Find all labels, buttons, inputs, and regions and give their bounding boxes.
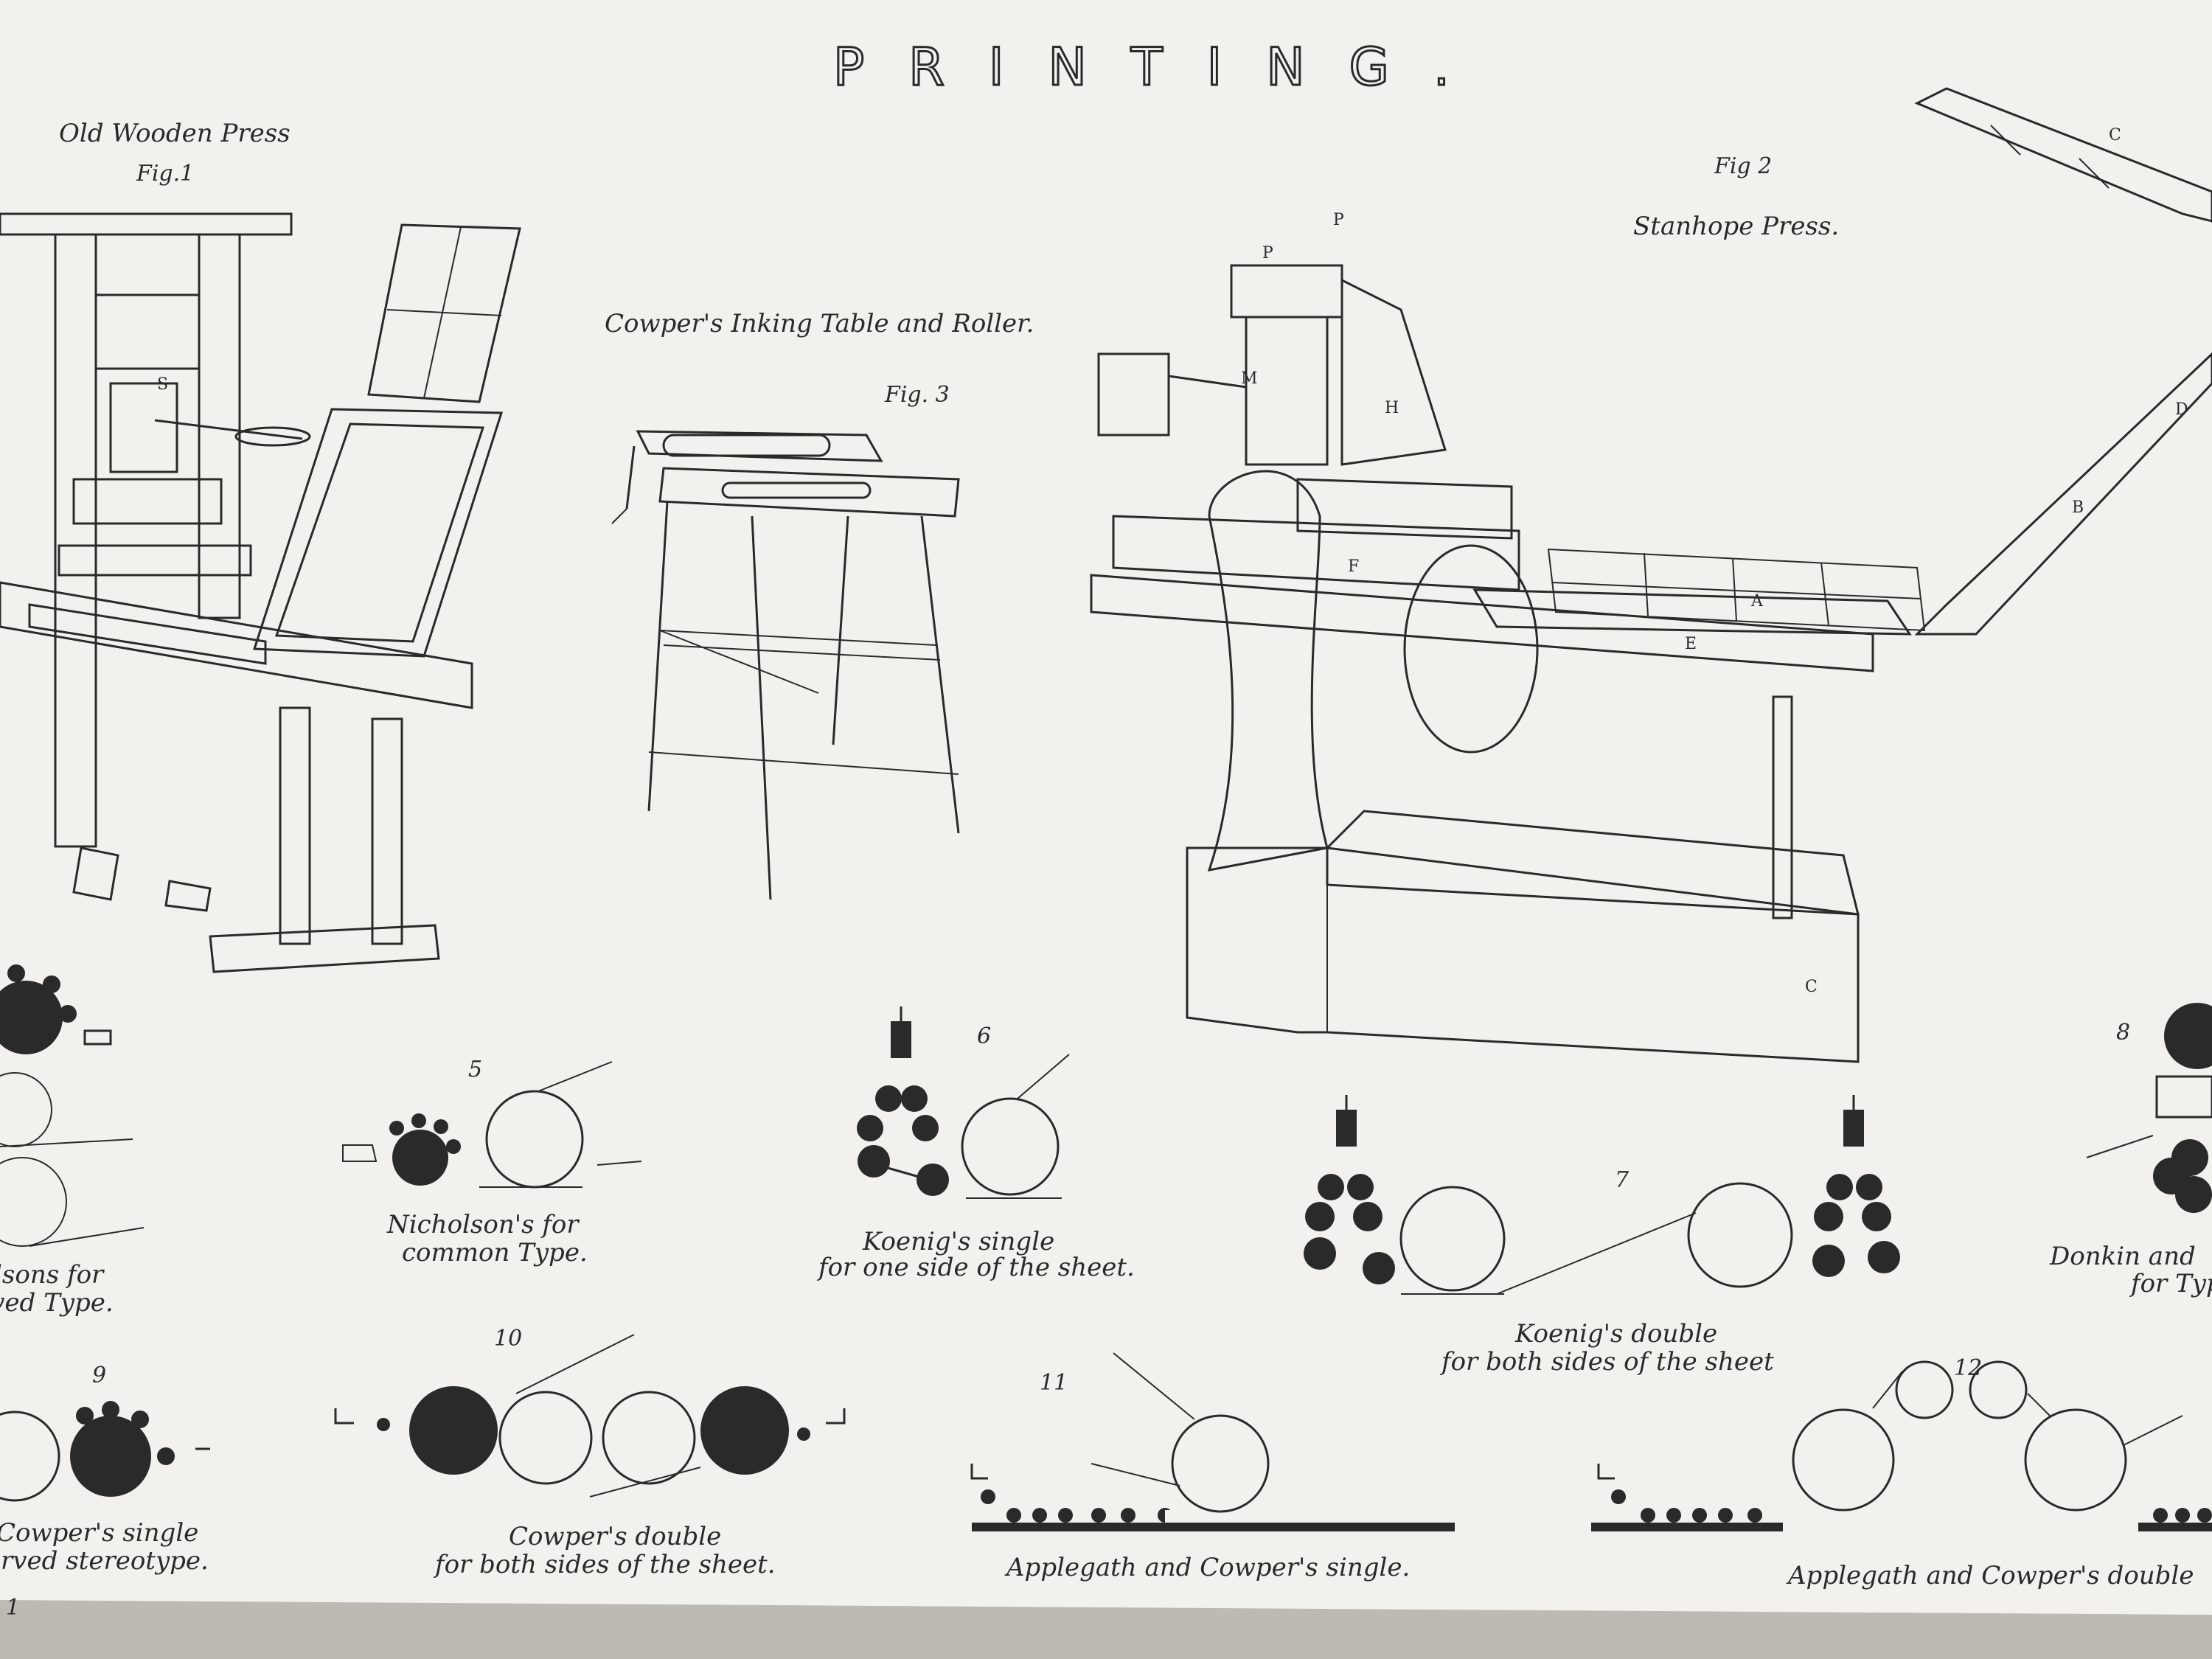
inking-table-caption: Cowper's Inking Table and Roller. xyxy=(605,309,1034,338)
stanhope-letter-c-top: C xyxy=(2109,126,2121,145)
stanhope-letter-p1: P xyxy=(1262,244,1273,262)
stanhope-letter-b: B xyxy=(2072,498,2084,517)
diagram-9-number: 9 xyxy=(92,1363,106,1388)
diagram-5-caption-line1: Nicholson's for xyxy=(386,1210,580,1239)
inking-table-figure: Cowper's Inking Table and Roller. Fig. 3 xyxy=(605,309,1034,900)
diagram-8: 8 Donkin and for Typ xyxy=(2049,1003,2212,1298)
stanhope-letter-d: D xyxy=(2175,400,2188,419)
diagram-7-number: 7 xyxy=(1615,1167,1630,1193)
diagram-11: 11 Applegath and Cowper's single. xyxy=(970,1352,1455,1582)
old-press-fig-number: Fig.1 xyxy=(136,161,194,187)
diagram-10-caption-line1: Cowper's double xyxy=(509,1522,721,1551)
diagram-12-caption-line1: Applegath and Cowper's double xyxy=(1786,1561,2194,1590)
page-mark: 1 xyxy=(6,1595,20,1621)
stanhope-letter-p2: P xyxy=(1333,211,1344,229)
stanhope-caption: Stanhope Press. xyxy=(1633,212,1839,241)
plate-title: PRINTING. xyxy=(833,37,1494,97)
diagram-10-caption-line2: for both sides of the sheet. xyxy=(433,1550,776,1579)
stanhope-letter-h: H xyxy=(1385,399,1399,417)
diagram-4: Nicholsons for curved Type. xyxy=(0,964,145,1318)
old-press-caption: Old Wooden Press xyxy=(59,119,291,148)
diagram-9: 9 Cowper's single for curved stereotype. xyxy=(0,1363,210,1576)
diagram-11-caption-line1: Applegath and Cowper's single. xyxy=(1004,1553,1410,1582)
diagram-7: 7 Koenig's double for both sides of the … xyxy=(1304,1095,1900,1377)
diagram-12-number: 12 xyxy=(1954,1355,1982,1381)
diagram-8-caption-line2: for Typ xyxy=(2129,1269,2212,1298)
diagram-6-number: 6 xyxy=(977,1023,991,1049)
diagram-5-caption-line2: common Type. xyxy=(402,1238,588,1267)
diagram-7-caption-line2: for both sides of the sheet xyxy=(1439,1347,1774,1377)
inking-table-fig-number: Fig. 3 xyxy=(884,382,950,408)
diagram-9-caption-line1: Cowper's single xyxy=(0,1518,198,1548)
diagram-10: 10 Cowper's double for both sides of the… xyxy=(334,1326,846,1579)
diagram-6-caption-line2: for one side of the sheet. xyxy=(816,1253,1135,1282)
diagram-6-caption-line1: Koenig's single xyxy=(862,1227,1054,1256)
paper-shadow xyxy=(0,1600,2212,1659)
diagram-11-number: 11 xyxy=(1040,1370,1068,1396)
stanhope-letter-a: A xyxy=(1750,592,1764,611)
stanhope-letter-e: E xyxy=(1685,635,1697,653)
diagram-6: 6 Koenig's single for one side of the sh… xyxy=(816,1006,1135,1282)
diagram-4-caption-line1: Nicholsons for xyxy=(0,1260,105,1290)
old-press-letter-s: S xyxy=(157,375,168,394)
diagram-12: 12 Applegath and Cowper's double xyxy=(1591,1355,2212,1590)
stanhope-letter-f: F xyxy=(1348,557,1359,576)
stanhope-fig-number: Fig 2 xyxy=(1714,153,1772,179)
diagram-10-number: 10 xyxy=(494,1326,522,1352)
diagram-5-number: 5 xyxy=(468,1057,482,1082)
diagram-9-caption-line2: for curved stereotype. xyxy=(0,1546,209,1576)
stanhope-press-figure: Fig 2 Stanhope Press. P xyxy=(1090,87,2212,1063)
stanhope-letter-m: M xyxy=(1241,369,1258,388)
old-wooden-press-figure: Old Wooden Press Fig.1 S xyxy=(0,119,521,973)
diagram-7-caption-line1: Koenig's double xyxy=(1514,1319,1717,1349)
diagram-5: 5 Nicholson's for common Type. xyxy=(342,1057,642,1267)
diagram-4-caption-line2: curved Type. xyxy=(0,1288,114,1318)
diagram-8-number: 8 xyxy=(2116,1020,2130,1046)
stanhope-letter-c-base: C xyxy=(1805,978,1818,996)
diagram-8-caption-line1: Donkin and xyxy=(2049,1242,2196,1271)
